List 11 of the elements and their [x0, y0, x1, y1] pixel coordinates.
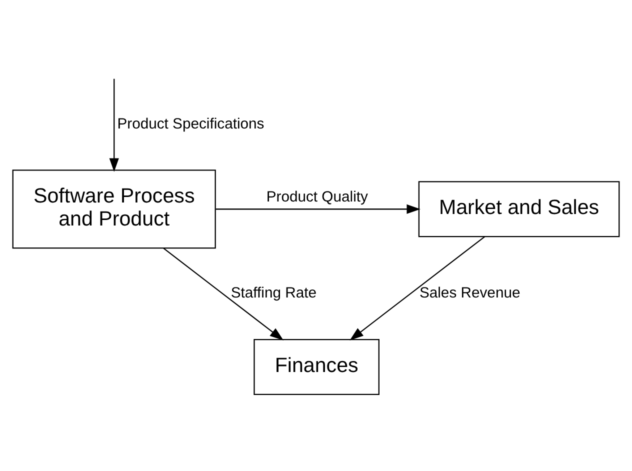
arrow	[350, 236, 486, 340]
arrow	[216, 204, 420, 214]
arrow	[109, 78, 119, 172]
edge-label: Sales Revenue	[419, 285, 520, 302]
edge-label: Product Specifications	[117, 116, 264, 132]
edge-label: Staffing Rate	[230, 285, 316, 302]
node-box: Software Process and Product	[12, 169, 216, 248]
node-box: Finances	[254, 338, 380, 394]
node-box: Market and Sales	[418, 180, 620, 237]
edge-label: Product Quality	[266, 189, 368, 206]
arrow	[163, 247, 284, 340]
